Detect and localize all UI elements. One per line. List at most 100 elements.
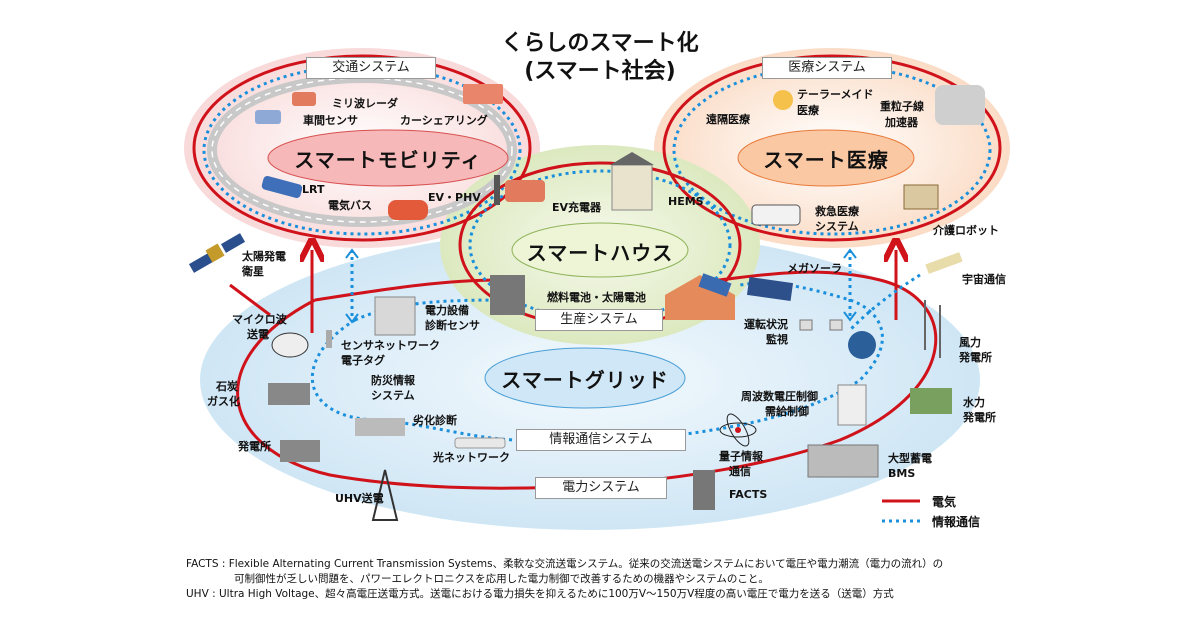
- sensor-network-label: センサネットワーク: [341, 339, 440, 352]
- footnote-facts-2: 可制御性が乏しい問題を、パワーエレクトロニクスを応用した電力制御で改善するための…: [234, 573, 769, 585]
- fuel-solar-label: 燃料電池・太陽電池: [547, 291, 646, 304]
- ambulance-icon: [751, 204, 801, 226]
- large-storage-label: 大型蓄電: [888, 452, 932, 465]
- smart-medical-label: スマート医療: [763, 148, 889, 172]
- wind-power-label: 風力: [959, 336, 981, 349]
- transmission-tower-icon: [371, 469, 399, 521]
- production-system-box: 生産システム: [535, 309, 663, 331]
- smart-grid-label: スマートグリッド: [501, 368, 669, 392]
- antenna-icon: [326, 330, 332, 348]
- lrt-label: LRT: [302, 183, 325, 196]
- router-icon: [454, 437, 506, 449]
- title-line-1: くらしのスマート化: [501, 31, 699, 56]
- battery-storage-icon: [807, 444, 879, 478]
- facts-cabinet-icon: [693, 470, 715, 510]
- accelerator-label: 加速器: [885, 116, 918, 129]
- power-system-box: 電力システム: [535, 477, 667, 499]
- mmwave-radar-label: ミリ波レーダ: [332, 97, 398, 110]
- mega-solar-label: メガソーラ: [787, 262, 842, 275]
- transport-system-box: 交通システム: [306, 57, 436, 79]
- power-plant-icon: [268, 383, 310, 405]
- solar-satellite-label: 太陽発電: [242, 250, 286, 263]
- disaster-system-label: システム: [371, 389, 415, 402]
- hems-label: HEMS: [668, 195, 704, 208]
- coal-gasification-label-2: ガス化: [207, 395, 240, 408]
- uhv-transmission-label: UHV送電: [335, 492, 384, 505]
- medical-system-box: 医療システム: [762, 57, 892, 79]
- hydro-dam-icon: [910, 388, 952, 414]
- car-sharing-label: カーシェアリング: [400, 114, 488, 127]
- ev-charger-label: EV充電器: [552, 201, 602, 214]
- solar-satellite-label-2: 衛星: [242, 265, 264, 278]
- operation-monitoring-label: 運転状況: [744, 318, 788, 331]
- radar-dish-icon: [848, 331, 876, 359]
- smart-house-label: スマートハウス: [526, 241, 674, 265]
- operation-monitoring-label-2: 監視: [766, 333, 788, 346]
- car-icon: [292, 92, 316, 106]
- emergency-medical-label: 救急医療: [815, 205, 859, 218]
- bms-label: BMS: [888, 467, 916, 480]
- info-comm-system-box: 情報通信システム: [516, 429, 686, 451]
- freq-voltage-label: 周波数電圧制御: [741, 390, 818, 403]
- wind-turbine-icon: [924, 300, 941, 358]
- legend-electric: 電気: [932, 493, 956, 510]
- emergency-system-label: システム: [815, 220, 859, 233]
- wind-power-label-2: 発電所: [959, 351, 992, 364]
- facts-label: FACTS: [729, 488, 768, 501]
- quantum-comm-label: 量子情報: [719, 450, 763, 463]
- solar-house-icon: [665, 273, 735, 320]
- legend-info: 情報通信: [932, 513, 980, 530]
- disaster-info-label: 防災情報: [371, 374, 415, 387]
- ev-charger-car-icon: [494, 175, 545, 205]
- supply-demand-label: 需給制御: [765, 405, 809, 418]
- power-diagnosis-label-2: 診断センサ: [425, 319, 480, 332]
- tailor-made-label: テーラーメイド: [797, 88, 874, 101]
- smart-mobility-label: スマートモビリティ: [294, 148, 482, 172]
- power-plant-label: 発電所: [238, 440, 271, 453]
- grid-electric-ring: [236, 270, 938, 490]
- dish-icon: [271, 332, 309, 358]
- bridge-icon: [355, 418, 405, 436]
- car-icon: [255, 110, 281, 124]
- satellite-icon: [188, 233, 246, 273]
- footnote-uhv: UHV : Ultra High Voltage、超々高電圧送電方式。送電におけ…: [186, 588, 894, 600]
- coal-gasification-label: 石炭: [216, 380, 238, 393]
- ev-phv-label: EV・PHV: [428, 191, 481, 204]
- legend-info-label: 情報通信: [932, 515, 981, 529]
- optical-network-label: 光ネットワーク: [433, 451, 510, 464]
- car-sharing-icon: [463, 84, 503, 104]
- mobility-core: [267, 129, 509, 187]
- care-robot-label: 介護ロボット: [933, 224, 999, 237]
- grid-core: [484, 347, 686, 409]
- particle-accelerator-icon: [935, 85, 985, 125]
- footnote-facts-1: FACTS : Flexible Alternating Current Tra…: [186, 558, 944, 570]
- microwave-label: マイクロ波: [232, 313, 287, 326]
- space-satellite-icon: [925, 252, 963, 274]
- inter-vehicle-sensor-label: 車間センサ: [303, 114, 358, 127]
- quantum-atom-icon: [719, 413, 757, 447]
- doctor-icon: [773, 90, 793, 110]
- quantum-comm-label-2: 通信: [729, 465, 751, 478]
- medical-electric-ring: [662, 54, 1002, 242]
- power-diagnosis-label: 電力設備: [425, 304, 469, 317]
- fuel-cell-icon: [490, 275, 525, 315]
- server-icon: [374, 296, 416, 336]
- remote-medical-label: 遠隔医療: [706, 113, 750, 126]
- power-plant-icon: [280, 440, 320, 462]
- legend-electric-label: 電気: [932, 495, 957, 509]
- monitoring-network-icon: [799, 319, 843, 331]
- control-cabinet-icon: [837, 384, 867, 426]
- microwave-label-2: 送電: [247, 328, 269, 341]
- hydro-power-label-2: 発電所: [963, 411, 996, 424]
- electric-bus-label: 電気バス: [328, 199, 372, 212]
- title-line-2: (スマート社会): [524, 59, 676, 84]
- lrt-icon: [261, 175, 303, 199]
- medical-core: [737, 129, 915, 187]
- ev-car-icon: [388, 200, 428, 220]
- tailor-made-label-2: 医療: [797, 104, 819, 117]
- rfid-tag-label: 電子タグ: [341, 354, 385, 367]
- care-bed-icon: [903, 184, 939, 210]
- mobility-electric-ring: [192, 54, 532, 242]
- hydro-power-label: 水力: [963, 396, 985, 409]
- mega-solar-icon: [746, 277, 794, 301]
